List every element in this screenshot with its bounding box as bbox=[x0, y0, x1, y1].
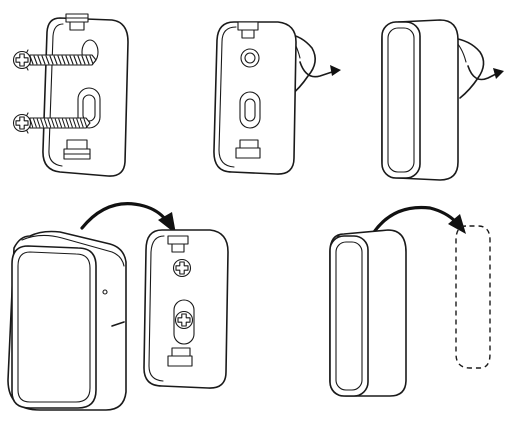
sensor-front-face bbox=[329, 235, 369, 397]
screw-icon bbox=[172, 258, 192, 278]
top-clip bbox=[167, 235, 189, 253]
top-clip bbox=[237, 21, 259, 39]
screw-hole bbox=[240, 48, 260, 68]
peel-arrow-icon bbox=[299, 61, 333, 78]
target-position-outline bbox=[455, 225, 491, 369]
reset-slot bbox=[111, 321, 125, 327]
adhesive-liner bbox=[287, 33, 316, 97]
step-1-screw-plate bbox=[12, 13, 129, 177]
step-3-peel-sensor-liner bbox=[381, 19, 504, 181]
sensor-front-face bbox=[11, 245, 97, 409]
adhesive-liner bbox=[451, 37, 485, 99]
move-arrow-icon bbox=[80, 202, 168, 230]
sensor-front-face bbox=[381, 21, 421, 179]
screw-icon bbox=[12, 49, 97, 71]
screw-slot bbox=[239, 91, 261, 129]
bottom-clip bbox=[63, 139, 91, 160]
top-clip bbox=[65, 13, 89, 31]
screw-icon bbox=[12, 112, 91, 134]
step-2-peel-plate-liner bbox=[213, 21, 341, 175]
indicator-led bbox=[102, 289, 108, 295]
peel-arrow-icon bbox=[467, 65, 497, 81]
step-5-place-sensor bbox=[329, 205, 491, 397]
screw-icon bbox=[174, 310, 194, 330]
step-4-attach-sensor bbox=[7, 202, 229, 411]
bottom-clip bbox=[235, 139, 261, 159]
bottom-clip bbox=[167, 347, 193, 367]
move-arrow-icon bbox=[372, 205, 458, 234]
